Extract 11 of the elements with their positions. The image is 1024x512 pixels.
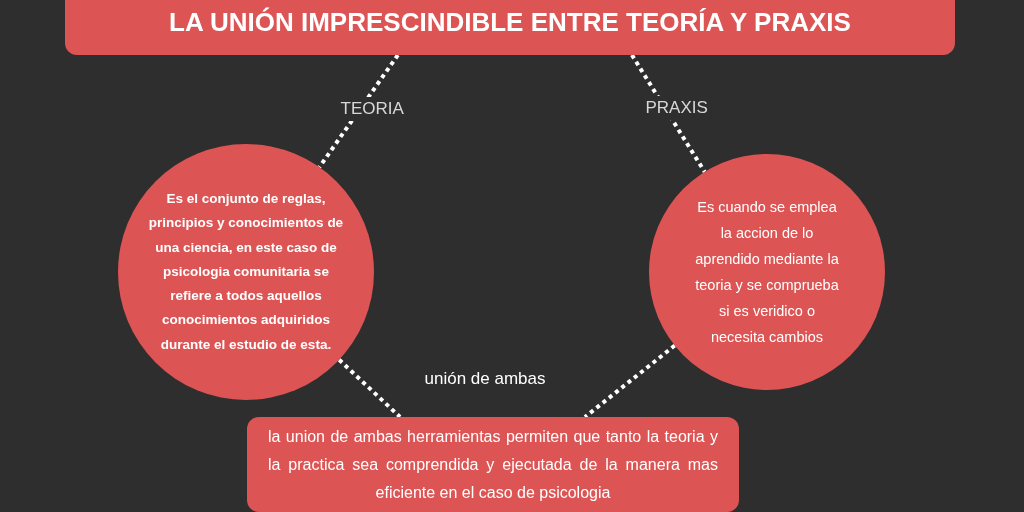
caption-text: unión de ambas bbox=[423, 369, 547, 389]
body-text: la union de ambas herramientas permiten que tanto la teoria y la practica sea comprendida y ejecutada de la manera mas eficiente en el caso de psicologia bbox=[268, 427, 718, 503]
title-text: LA UNIÓN IMPRESCINDIBLE ENTRE TEORÍA Y PRAXIS bbox=[168, 6, 852, 37]
dotted-connector bbox=[337, 358, 402, 419]
summary-box bbox=[247, 417, 739, 512]
dotted-connector bbox=[317, 53, 400, 169]
dotted-connector bbox=[630, 53, 707, 173]
body-text: Es cuando se emplea la accion de lo aprendido mediante la teoria y se comprueba si es veridico o necesita cambios bbox=[694, 198, 840, 347]
body-text: Es el conjunto de reglas, principios y conocimientos de una ciencia, en este caso de psicologia comunitaria se refiere a todos aquellos conocimientos adquiridos durante el estudio de esta. bbox=[147, 189, 345, 354]
title-banner bbox=[65, 0, 955, 55]
dotted-connector bbox=[583, 343, 676, 419]
